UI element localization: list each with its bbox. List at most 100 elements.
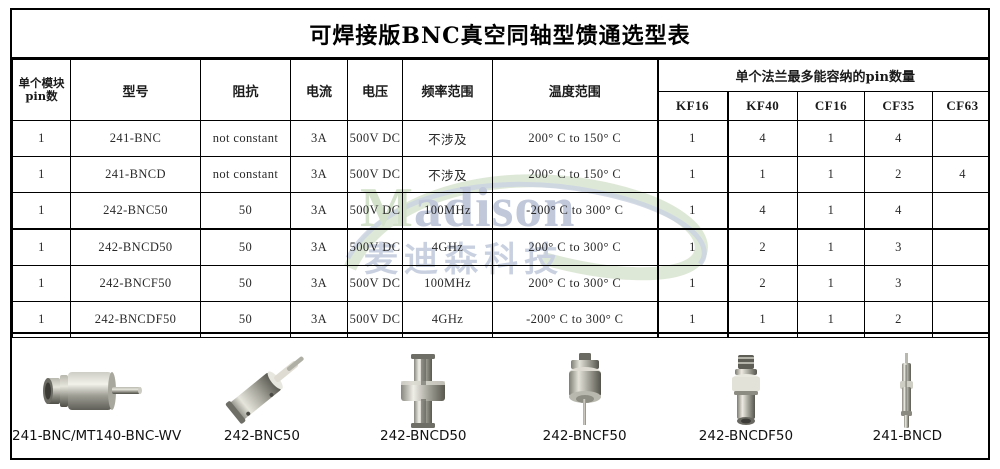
cell-temperature: 200° C to 150° C	[492, 156, 659, 193]
cell-pins: 1	[12, 265, 71, 302]
cell-temperature: -200° C to 300° C	[492, 301, 659, 338]
product-caption: 241-BNC/MT140-BNC-WV	[12, 428, 182, 444]
table-header-row-top: 单个模块pin数 型号 阻抗 电流 电压 频率范围 温度范围 单个法兰最多能容纳…	[12, 59, 988, 121]
cell-frequency: 不涉及	[402, 120, 493, 157]
cell-cf63	[931, 228, 988, 266]
header-temperature-range: 温度范围	[492, 59, 659, 121]
header-frequency-range: 频率范围	[402, 59, 493, 121]
cell-frequency: 不涉及	[402, 156, 493, 193]
cell-cf35: 2	[864, 156, 933, 193]
header-model: 型号	[70, 59, 201, 121]
product-image	[343, 354, 504, 428]
cell-kf40: 2	[726, 228, 798, 266]
cell-cf35: 3	[864, 228, 933, 266]
cell-temperature: 200° C to 300° C	[492, 265, 659, 302]
product-item: 241-BNCD	[827, 340, 988, 458]
table-row: 1 242-BNCD50 50 3A 500V DC 4GHz 200° C t…	[12, 228, 988, 266]
cell-voltage: 500V DC	[347, 265, 403, 302]
cell-impedance: 50	[200, 192, 291, 230]
cell-cf63	[931, 301, 988, 338]
cell-model: 241-BNC	[70, 120, 201, 157]
cell-impedance: 50	[200, 228, 291, 266]
cell-kf16: 1	[657, 120, 728, 157]
cell-current: 3A	[290, 156, 348, 193]
product-item: 242-BNCF50	[504, 340, 665, 458]
header-current: 电流	[290, 59, 348, 121]
header-flange-pin-capacity: 单个法兰最多能容纳的pin数量	[656, 59, 988, 92]
cell-model: 242-BNCDF50	[70, 301, 201, 338]
cell-kf16: 1	[657, 156, 728, 193]
cell-cf16: 1	[797, 192, 865, 230]
header-voltage: 电压	[347, 59, 403, 121]
header-cf35: CF35	[864, 91, 933, 121]
header-kf40: KF40	[726, 91, 798, 121]
header-impedance: 阻抗	[200, 59, 291, 121]
cell-temperature: -200° C to 300° C	[492, 192, 659, 230]
table-row: 1 241-BNC not constant 3A 500V DC 不涉及 20…	[12, 120, 988, 157]
cell-frequency: 100MHz	[402, 192, 493, 230]
table-header-row-sub: KF16 KF40 CF16 CF35 CF63	[13, 91, 988, 121]
product-caption: 241-BNCD	[872, 428, 942, 444]
header-pins-per-module: 单个模块pin数	[12, 59, 71, 121]
cell-kf16: 1	[657, 265, 728, 302]
cell-impedance: 50	[200, 301, 291, 338]
product-item: 242-BNCD50	[343, 340, 504, 458]
cell-voltage: 500V DC	[347, 192, 403, 230]
cell-voltage: 500V DC	[347, 156, 403, 193]
cell-cf16: 1	[797, 228, 865, 266]
bnc-pin-slim-photo-icon	[900, 353, 914, 428]
cell-cf16: 1	[797, 301, 865, 338]
cell-cf35: 4	[864, 192, 933, 230]
cell-kf16: 1	[657, 228, 728, 266]
cell-model: 242-BNCD50	[70, 228, 201, 266]
cell-kf16: 1	[657, 192, 728, 230]
cell-impedance: not constant	[200, 156, 291, 193]
product-image	[181, 354, 342, 428]
cell-cf35: 2	[864, 301, 933, 338]
product-caption: 242-BNCF50	[542, 428, 627, 444]
product-image	[665, 354, 826, 428]
cell-model: 242-BNCF50	[70, 265, 201, 302]
cell-kf40: 1	[726, 301, 798, 338]
cell-cf35: 4	[864, 120, 933, 157]
cell-frequency: 100MHz	[402, 265, 493, 302]
cell-cf63	[931, 120, 988, 157]
cell-current: 3A	[290, 228, 348, 266]
product-image	[827, 353, 988, 428]
cell-cf63	[931, 265, 988, 302]
table-row: 1 242-BNCDF50 50 3A 500V DC 4GHz -200° C…	[12, 301, 988, 338]
cell-temperature: 200° C to 300° C	[492, 228, 659, 266]
cell-pins: 1	[12, 192, 71, 230]
bnc-double-ended-photo-icon	[401, 354, 446, 428]
cell-pins: 1	[12, 120, 71, 157]
cell-kf40: 4	[726, 192, 798, 230]
cell-pins: 1	[12, 228, 71, 266]
header-cf63: CF63	[931, 91, 988, 121]
cell-temperature: 200° C to 150° C	[492, 120, 659, 157]
cell-voltage: 500V DC	[347, 120, 403, 157]
cell-cf16: 1	[797, 156, 865, 193]
cell-kf16: 1	[657, 301, 728, 338]
cell-model: 242-BNC50	[70, 192, 201, 230]
bnc-flanged-photo-icon	[568, 353, 601, 425]
cell-frequency: 4GHz	[402, 228, 493, 266]
cell-current: 3A	[290, 301, 348, 338]
header-kf16: KF16	[657, 91, 728, 121]
page-title: 可焊接版BNC真空同轴型馈通选型表	[309, 22, 691, 49]
bnc-receptacle-photo-icon	[42, 372, 142, 410]
cell-voltage: 500V DC	[347, 301, 403, 338]
cell-cf16: 1	[797, 120, 865, 157]
cell-kf40: 4	[726, 120, 798, 157]
product-item: 241-BNC/MT140-BNC-WV	[12, 340, 181, 458]
cell-pins: 1	[12, 156, 71, 193]
cell-model: 241-BNCD	[70, 156, 201, 193]
product-item: 242-BNCDF50	[665, 340, 826, 458]
product-item: 242-BNC50	[181, 340, 342, 458]
cell-current: 3A	[290, 192, 348, 230]
cell-impedance: 50	[200, 265, 291, 302]
header-cf16: CF16	[797, 91, 865, 121]
spec-table: 单个模块pin数 型号 阻抗 电流 电压 频率范围 温度范围 单个法兰最多能容纳…	[12, 59, 988, 338]
cell-cf35: 3	[864, 265, 933, 302]
cell-impedance: not constant	[200, 120, 291, 157]
table-row: 1 242-BNC50 50 3A 500V DC 100MHz -200° C…	[12, 192, 988, 230]
